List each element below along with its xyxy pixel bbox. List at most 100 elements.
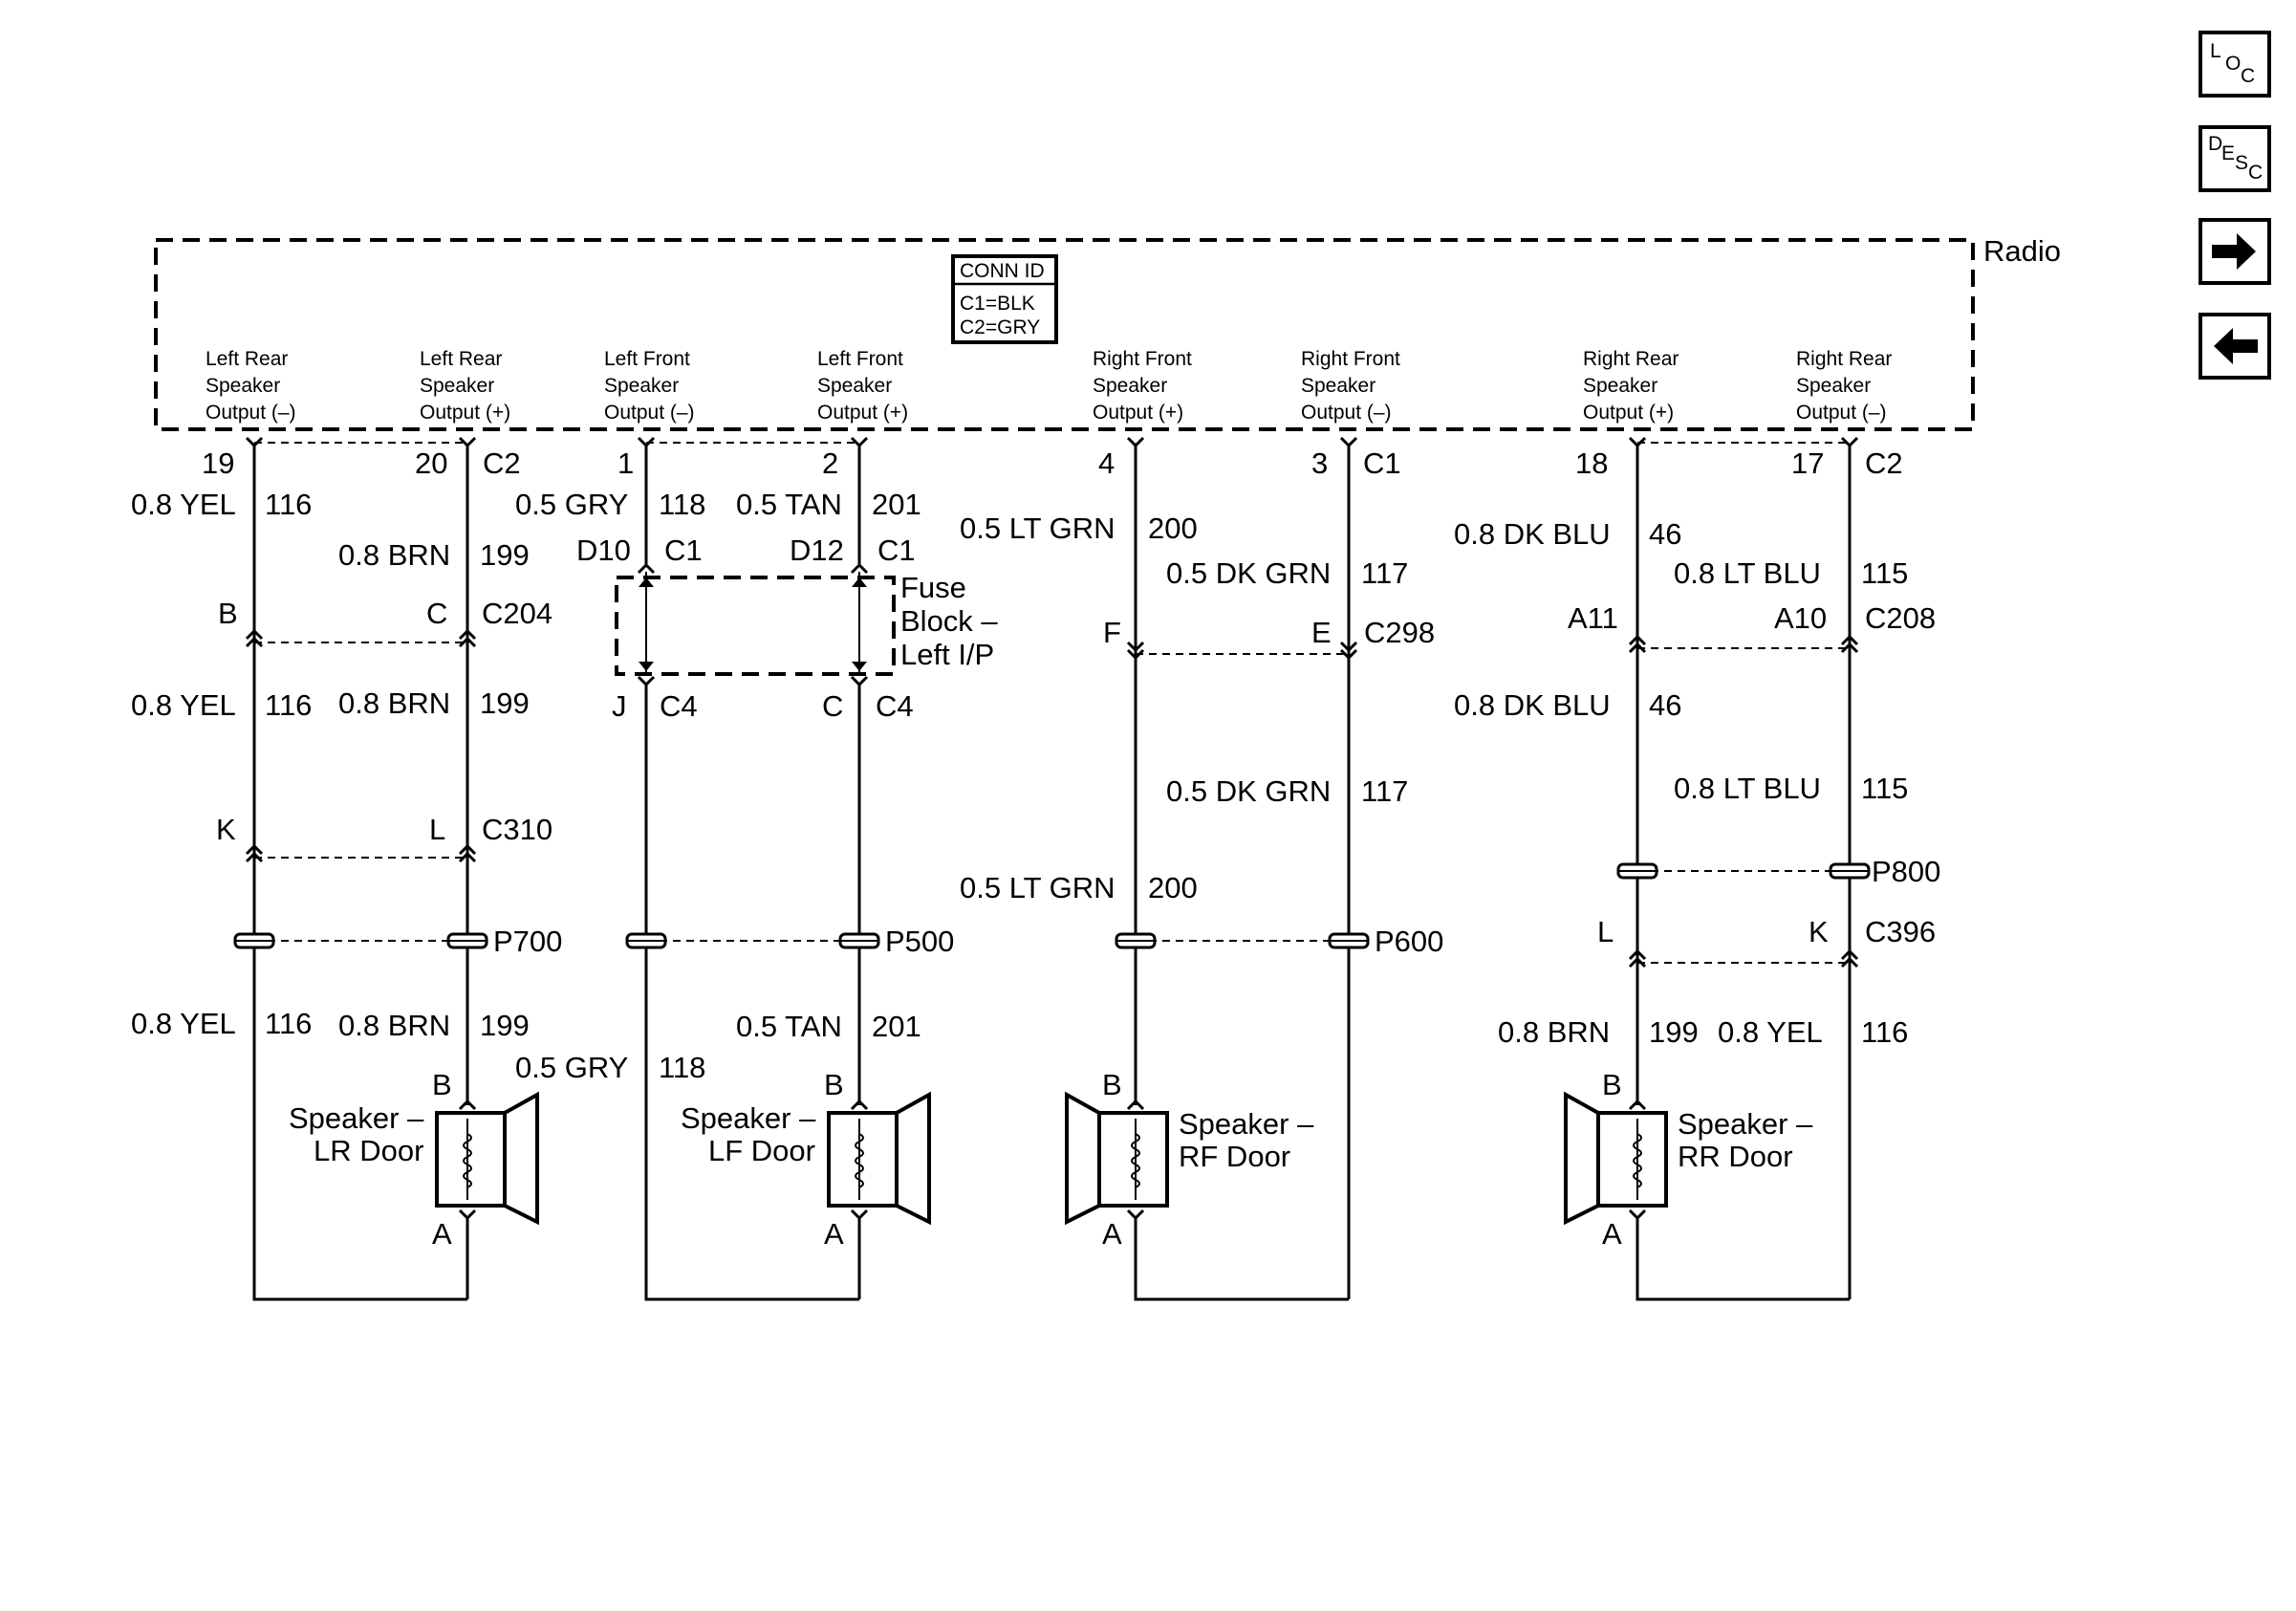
terminal-chevron — [1628, 1099, 1647, 1111]
connector-chevron — [1628, 634, 1647, 654]
speaker-label: LF Door — [708, 1134, 815, 1167]
speaker-pin: A — [824, 1217, 844, 1251]
connector-pin: K — [216, 813, 236, 846]
wire-rr-pos-bottom — [1635, 1219, 1850, 1301]
wire-labels-rf: 0.5 LT GRN 200 0.5 DK GRN 117 0.5 DK GRN… — [960, 512, 1408, 904]
radio-label: Radio — [1983, 234, 2061, 268]
loc-icon: L O C — [2210, 40, 2255, 87]
radio-outline — [154, 238, 1975, 431]
connector-name: C298 — [1364, 616, 1435, 649]
connector-id: C2 — [483, 446, 521, 480]
fuse-pin: C — [822, 689, 843, 723]
output-label-line: Left Rear — [206, 348, 288, 370]
speaker-cone — [503, 1091, 539, 1226]
connector-chevron — [458, 843, 477, 863]
wire-rf-pos-bottom — [1134, 1219, 1349, 1301]
terminal-chevron — [1126, 1099, 1145, 1111]
splice-p500: P500 — [625, 925, 954, 958]
connector-pin: A10 — [1774, 601, 1827, 635]
terminal-chevron — [1628, 1208, 1647, 1221]
speaker-label: Speaker – — [1678, 1107, 1813, 1141]
prev-button[interactable] — [2199, 313, 2271, 380]
speaker-cone — [1564, 1091, 1600, 1226]
pin-number: 18 — [1575, 446, 1608, 480]
connector-pin: E — [1311, 616, 1332, 649]
output-label-line: Output (–) — [604, 402, 695, 424]
connector-c204: B C C204 — [218, 597, 552, 648]
desc-letter: C — [2248, 162, 2263, 184]
pin-number: 19 — [202, 446, 234, 480]
terminal-chevron — [458, 1208, 477, 1221]
circuit-number: 201 — [872, 1010, 921, 1043]
circuit-number: 118 — [659, 488, 705, 521]
output-label-line: Speaker — [420, 375, 494, 397]
speaker-coil — [1131, 1133, 1140, 1188]
terminal-chevron — [637, 675, 656, 687]
radio-pin-numbers: 19 20 C2 1 2 4 3 C1 18 17 C2 — [202, 446, 1903, 480]
fuse-connector: C1 — [877, 533, 916, 567]
wire-color: 0.8 BRN — [338, 686, 450, 720]
fuse-connector: C4 — [660, 689, 698, 723]
fuse-arrow — [639, 577, 654, 587]
terminal-chevron — [1126, 436, 1145, 448]
terminal-chevron — [850, 675, 869, 687]
speaker-rf-door: B A Speaker – RF Door — [1065, 1068, 1314, 1251]
fuse-pin: D12 — [790, 533, 844, 567]
connector-name: C204 — [482, 597, 552, 630]
connector-id: C2 — [1865, 446, 1903, 480]
terminal-chevron — [637, 562, 656, 575]
connector-pin: F — [1103, 616, 1121, 649]
wire-color: 0.5 GRY — [515, 1051, 628, 1084]
connector-chevron — [1126, 641, 1145, 661]
output-label-line: Speaker — [817, 375, 892, 397]
circuit-number: 117 — [1361, 774, 1408, 808]
speaker-label: Speaker – — [289, 1101, 424, 1135]
circuit-number: 200 — [1148, 871, 1198, 904]
fuse-block-label: Block – — [900, 604, 998, 638]
fuse-pin: D10 — [576, 533, 631, 567]
speaker-label: Speaker – — [681, 1101, 816, 1135]
next-button[interactable] — [2199, 218, 2271, 285]
desc-button[interactable]: D E S C — [2199, 125, 2271, 192]
output-label-line: Speaker — [1796, 375, 1871, 397]
speaker-label: LR Door — [314, 1134, 423, 1167]
connector-id: C1 — [1363, 446, 1401, 480]
connector-pin: C — [426, 597, 447, 630]
wire-color: 0.8 BRN — [338, 538, 450, 572]
conn-id-c1: C1=BLK — [960, 293, 1035, 315]
loc-button[interactable]: L O C — [2199, 31, 2271, 98]
wire-color: 0.8 DK BLU — [1454, 688, 1611, 722]
speaker-magnet — [435, 1111, 507, 1208]
pin-number: 2 — [822, 446, 838, 480]
wire-color: 0.8 YEL — [131, 488, 236, 521]
fuse-connector: C1 — [664, 533, 703, 567]
output-label-line: Output (+) — [420, 402, 510, 424]
circuit-number: 46 — [1649, 688, 1681, 722]
speaker-label: RR Door — [1678, 1140, 1793, 1173]
splice-p800: P800 — [1616, 855, 1940, 888]
loc-letter: L — [2210, 40, 2221, 62]
speaker-pin: B — [1102, 1068, 1122, 1101]
terminal-chevron — [850, 436, 869, 448]
output-label-line: Output (+) — [1583, 402, 1674, 424]
fuse-block: D10 C1 D12 C1 J C4 C C4 Fuse Block – Lef… — [576, 533, 998, 723]
circuit-number: 115 — [1861, 556, 1908, 590]
connector-c298: F E C298 — [1103, 616, 1435, 661]
circuit-number: 116 — [265, 488, 312, 521]
speaker-lf-door: B A Speaker – LF Door — [681, 1068, 931, 1251]
output-label-line: Speaker — [604, 375, 679, 397]
circuit-number: 117 — [1361, 556, 1408, 590]
output-label-line: Output (+) — [1093, 402, 1183, 424]
splice-name: P700 — [493, 925, 562, 958]
wire-color: 0.8 DK BLU — [1454, 517, 1611, 551]
wire-lf-neg-lower — [644, 685, 859, 1301]
output-label-lf-pos: Left Front Speaker Output (+) — [817, 348, 908, 424]
connector-c310: K L C310 — [216, 813, 552, 863]
speaker-pin: B — [1602, 1068, 1622, 1101]
fuse-arrow — [852, 577, 867, 587]
circuit-number: 199 — [480, 1009, 530, 1042]
connector-name: C310 — [482, 813, 552, 846]
pin-number: 17 — [1791, 446, 1824, 480]
radio-terminals — [245, 436, 1859, 448]
